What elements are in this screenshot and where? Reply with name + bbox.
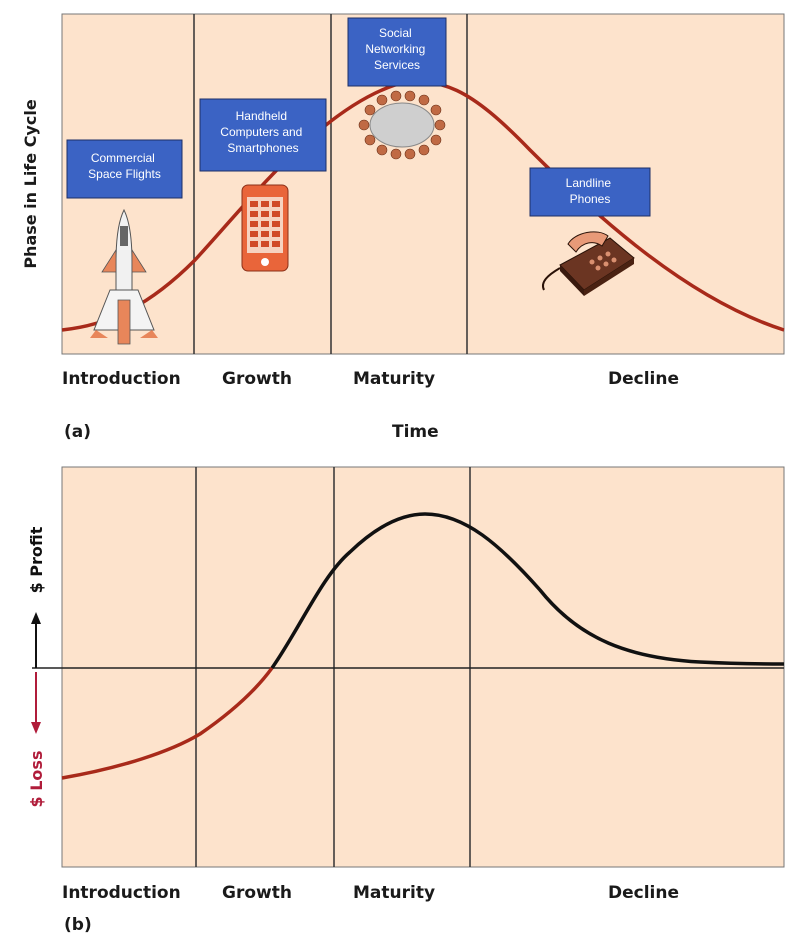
social-network-icon <box>358 90 446 160</box>
panel-b-stage-growth: Growth <box>222 883 292 903</box>
panel-a-stage-decline: Decline <box>608 369 679 389</box>
callout-handheld-computers: Handheld Computers and Smartphones <box>199 98 327 172</box>
panel-a-x-axis-label: Time <box>392 422 439 442</box>
svg-text:Landline Phones: Landline Phones <box>566 176 615 206</box>
svg-text:Social Networking: Social Networking Services <box>365 26 428 72</box>
profit-arrow-icon <box>31 612 41 668</box>
panel-b-stage-maturity: Maturity <box>353 883 435 903</box>
space-shuttle-icon <box>90 208 158 345</box>
profit-curve-segment <box>270 512 785 670</box>
panel-a: Commercial Space Flights Handheld Comput… <box>21 13 785 442</box>
panel-b-stage-decline: Decline <box>608 883 679 903</box>
profit-label: $ Profit <box>27 526 46 593</box>
panel-b-stage-introduction: Introduction <box>62 883 181 903</box>
svg-text:Commercial Space Fligh: Commercial Space Flights <box>88 151 161 181</box>
smartphone-icon <box>241 184 289 272</box>
loss-curve-segment <box>61 666 274 780</box>
callout-social-networking: Social Networking Services <box>347 17 447 87</box>
panel-a-y-axis-label: Phase in Life Cycle <box>21 99 40 269</box>
panel-a-stage-introduction: Introduction <box>62 369 181 389</box>
panel-b-label: (b) <box>64 915 92 935</box>
callout-landline-phones: Landline Phones <box>529 167 651 217</box>
panel-a-stage-growth: Growth <box>222 369 292 389</box>
panel-a-label: (a) <box>64 422 91 442</box>
panel-a-stage-maturity: Maturity <box>353 369 435 389</box>
landline-phone-icon <box>542 231 635 296</box>
svg-text:Handheld Computers and: Handheld Computers and Smartphones <box>220 109 305 155</box>
loss-label: $ Loss <box>27 751 46 808</box>
panel-b-plot-area <box>61 466 785 868</box>
panel-b: $ Profit $ Loss Introduction Growth Matu… <box>27 466 785 935</box>
loss-arrow-icon <box>31 672 41 734</box>
callout-commercial-space-flights: Commercial Space Flights <box>66 139 183 199</box>
